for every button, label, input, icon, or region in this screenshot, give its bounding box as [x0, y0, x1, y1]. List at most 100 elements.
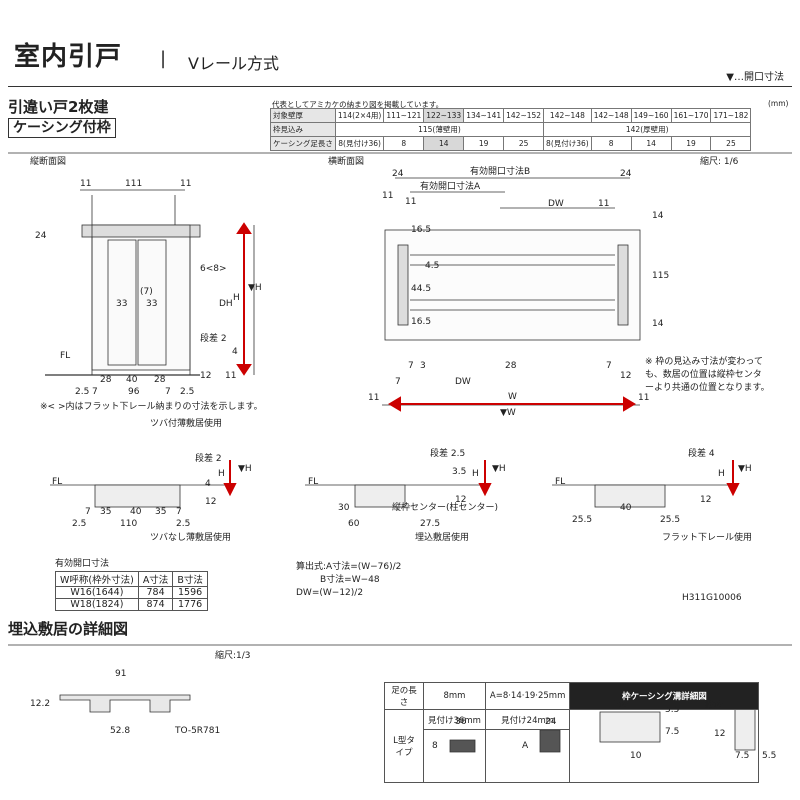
dim-label: 7 — [408, 361, 414, 371]
dim-label: 段差 2 — [195, 454, 222, 464]
table-row: W16(1644) 784 1596 — [55, 586, 208, 599]
dim-label: 3 — [420, 361, 426, 371]
casing-frame-label: ケーシング付枠 — [8, 118, 116, 138]
dim-label: FL — [555, 477, 566, 487]
spec-cell: 25 — [503, 136, 545, 151]
header-rule — [8, 86, 792, 87]
opening-legend: ▼…開口寸法 — [726, 72, 784, 83]
table-header: 枠ケーシング溝詳細図 — [569, 682, 760, 710]
page-title: 室内引戸 — [14, 42, 123, 72]
dim-label: ▼H — [238, 464, 252, 474]
dim-label: 上枠 — [610, 701, 629, 711]
dim-label: 36 — [455, 717, 467, 727]
dim-label: 11 — [368, 393, 380, 403]
dim-label: 2.5 — [176, 519, 191, 529]
table-row: W18(1824) 874 1776 — [55, 598, 208, 611]
table-header: W呼称(枠外寸法) — [55, 571, 139, 587]
table-cell: W18(1824) — [55, 598, 139, 611]
vertical-section-note: ※< >内はフラット下レール納まりの寸法を示します。 — [40, 402, 263, 412]
dim-label: 44.5 — [411, 284, 432, 294]
detail-caption: ツバなし薄敷居使用 — [150, 533, 232, 543]
dim-label: H — [472, 469, 479, 479]
dim-label: 16.5 — [411, 317, 432, 327]
dim-label: 33 — [116, 299, 128, 309]
dim-label: 11 — [405, 197, 417, 207]
table-header: B寸法 — [172, 571, 208, 587]
dim-label: 16.5 — [411, 225, 432, 235]
dim-label: 91 — [115, 669, 127, 679]
dim-label: DH — [219, 299, 233, 309]
dim-label: 40 — [130, 507, 142, 517]
dim-label: 7 — [165, 387, 171, 397]
dim-label: FL — [60, 351, 71, 361]
leg-length-table: 足の長さ 8mm A=8·14·19·25mm 枠ケーシング溝詳細図 L型タイプ… — [384, 682, 760, 783]
dim-label: W — [508, 392, 517, 402]
dim-label: FL — [52, 477, 63, 487]
dim-label: 12.2 — [30, 699, 51, 709]
horizontal-section-note: ※ 枠の見込み寸法が変わっても、数居の位置は縦枠センターより共通の位置となります… — [645, 357, 770, 394]
dim-label: 60 — [348, 519, 360, 529]
dim-label: 11 — [382, 191, 394, 201]
dim-label: 7 — [92, 387, 98, 397]
dim-label: 10 — [630, 751, 642, 761]
effective-opening-heading: 有効開口寸法 — [55, 559, 110, 569]
detail-label: ツバ付薄敷居使用 — [150, 419, 223, 429]
dim-label: 4 — [205, 479, 211, 489]
dim-label: H — [718, 469, 725, 479]
dim-label: 110 — [120, 519, 138, 529]
table-header: 8mm — [423, 682, 486, 710]
formula: DW=(W−12)/2 — [296, 588, 364, 598]
dim-label: 24 — [392, 169, 404, 179]
dim-label: 縦枠センター(柱センター) — [392, 503, 499, 513]
dim-label: ▼H — [492, 464, 506, 474]
dim-label: 11 — [225, 371, 237, 381]
dim-label: 11 — [598, 199, 610, 209]
table-cell: 1596 — [172, 586, 208, 599]
dim-label: 12 — [205, 497, 217, 507]
dim-label: 7 — [176, 507, 182, 517]
table-cell: 1776 — [172, 598, 208, 611]
dim-label: 11 — [80, 179, 92, 189]
table-header: 足の長さ — [384, 682, 424, 710]
page-subtitle: Vレール方式 — [188, 54, 279, 73]
spec-row-label: ケーシング足長さ — [270, 136, 336, 151]
dim-label: 7 — [395, 377, 401, 387]
dim-label: 段差 2 — [200, 334, 227, 344]
dim-label: 6<8> — [200, 264, 227, 274]
spec-cell: 8 — [383, 136, 425, 151]
dim-label: 52.8 — [110, 726, 131, 736]
effective-opening-table: W呼称(枠外寸法) A寸法 B寸法 W16(1644) 784 1596 W18… — [55, 571, 208, 611]
table-cell: W16(1644) — [55, 586, 139, 599]
type-label: L型タイプ — [384, 709, 424, 783]
dim-label: DW — [548, 199, 564, 209]
dim-label: 12 — [455, 495, 467, 505]
formula: 算出式:A寸法=(W−76)/2 — [296, 562, 402, 572]
dim-label: 2.5 — [72, 519, 87, 529]
dim-label: 28 — [154, 375, 166, 385]
dim-label: DW — [455, 377, 471, 387]
dim-label: 14 — [652, 319, 664, 329]
table-cell: 874 — [137, 598, 174, 611]
dim-label: 12 — [714, 729, 726, 739]
dim-label: 有効開口寸法B — [470, 167, 531, 177]
dim-label: 4 — [232, 347, 238, 357]
dim-label: 96 — [128, 387, 140, 397]
dim-label: 40 — [126, 375, 138, 385]
dim-label: ▼W — [500, 408, 516, 418]
table-header: A=8·14·19·25mm — [484, 682, 571, 710]
dim-label: 24 — [35, 231, 47, 241]
dim-label: ▼H — [738, 464, 752, 474]
dim-label: 35 — [155, 507, 167, 517]
dim-label: 3.5 — [452, 467, 467, 477]
dim-label: H — [218, 469, 225, 479]
dim-label: 11 — [638, 393, 650, 403]
formula: B寸法=W−48 — [320, 575, 380, 585]
dim-label: 40 — [620, 503, 632, 513]
part-number: TO-5R781 — [175, 726, 221, 736]
dim-label: 2.5 — [75, 387, 90, 397]
dim-label: 25.5 — [572, 515, 593, 525]
dim-label: 有効開口寸法A — [420, 182, 481, 192]
detail-caption: 埋込敷居使用 — [415, 533, 470, 543]
dim-label: 24 — [545, 717, 557, 727]
